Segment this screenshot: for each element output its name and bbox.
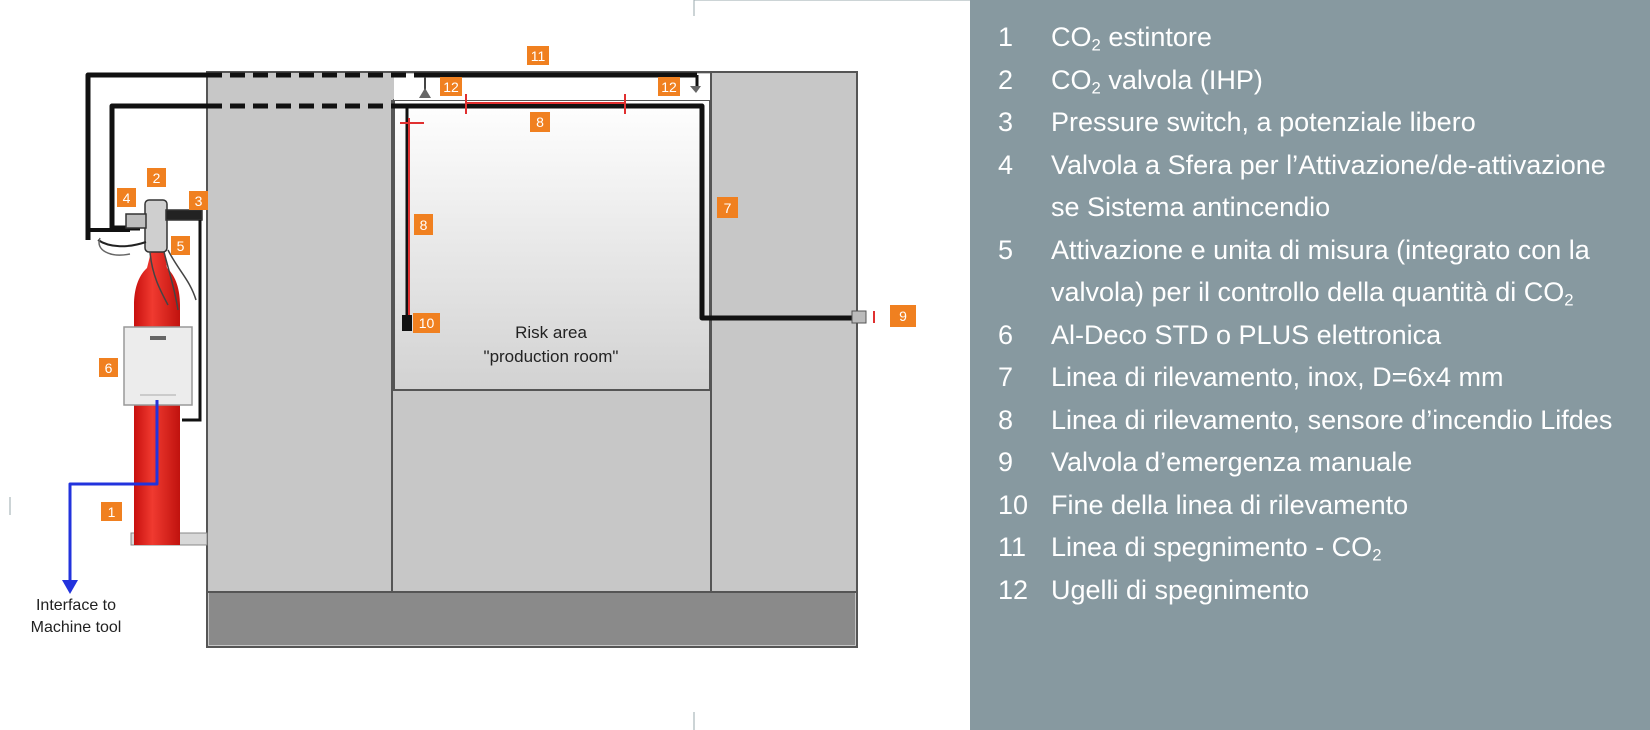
- legend-item: 6 Al-Deco STD o PLUS elettronica: [998, 314, 1631, 357]
- legend-text: Linea di spegnimento - CO2: [1051, 532, 1382, 565]
- interface-label: Interface to: [36, 597, 116, 614]
- callout: 6: [99, 358, 118, 377]
- callout: 8: [414, 214, 433, 235]
- legend-number: 4: [998, 149, 1014, 180]
- interface-sublabel: Machine tool: [31, 619, 122, 636]
- svg-text:6: 6: [105, 360, 113, 376]
- legend-text: Valvola d’emergenza manuale: [1051, 447, 1413, 477]
- svg-text:5: 5: [177, 238, 185, 254]
- risk-area-room: [393, 99, 711, 391]
- callout: 3: [189, 191, 208, 210]
- valve-assembly: [97, 199, 203, 422]
- risk-area-sublabel: "production room": [484, 347, 619, 366]
- svg-text:10: 10: [419, 315, 435, 331]
- svg-text:4: 4: [123, 190, 131, 206]
- svg-text:1: 1: [108, 504, 116, 520]
- callout: 12: [658, 77, 680, 96]
- manual-valve: [851, 310, 875, 324]
- electronics-box: [123, 326, 193, 406]
- legend-number: 3: [998, 107, 1014, 137]
- interface-arrow: [62, 400, 159, 594]
- legend-text: Valvola a Sfera per l’Attivazione/de-att…: [1051, 149, 1606, 223]
- legend-item: 7 Linea di rilevamento, inox, D=6x4 mm: [998, 356, 1631, 399]
- legend-item: 4 Valvola a Sfera per l’Attivazione/de-a…: [998, 144, 1631, 229]
- svg-text:11: 11: [531, 48, 546, 64]
- svg-text:8: 8: [420, 217, 428, 233]
- legend-item: 8 Linea di rilevamento, sensore d’incend…: [998, 399, 1631, 442]
- legend-text: Ugelli di spegnimento: [1051, 574, 1310, 605]
- fire-sensor-line: [400, 94, 626, 318]
- legend-number: 6: [998, 319, 1014, 350]
- callout: 8: [530, 112, 550, 132]
- legend-item: 1 CO2 estintore: [998, 16, 1631, 59]
- callout: 4: [117, 188, 136, 207]
- legend-number: 2: [998, 64, 1014, 95]
- legend-item: 11 Linea di spegnimento - CO2: [998, 526, 1631, 569]
- legend-number: 11: [998, 532, 1027, 562]
- legend-item: 12 Ugelli di spegnimento: [998, 569, 1631, 612]
- legend-number: 8: [998, 404, 1014, 435]
- callout: 12: [440, 77, 462, 96]
- detection-line-end: [402, 315, 412, 331]
- legend-number: 10: [998, 489, 1029, 520]
- callout: 5: [171, 236, 190, 255]
- legend-text: CO2 estintore: [1051, 22, 1212, 55]
- svg-text:8: 8: [536, 114, 544, 130]
- legend-number: 5: [998, 234, 1014, 265]
- callout: 7: [717, 197, 738, 218]
- legend-text: CO2 valvola (IHP): [1051, 64, 1263, 98]
- legend-text: Linea di rilevamento, inox, D=6x4 mm: [1051, 362, 1504, 392]
- callout: 9: [890, 305, 916, 327]
- legend-number: 1: [998, 22, 1014, 52]
- legend-item: 5 Attivazione e unita di misura (integra…: [998, 229, 1631, 314]
- legend-item: 2 CO2 valvola (IHP): [998, 59, 1631, 102]
- legend-number: 7: [998, 362, 1014, 392]
- svg-text:2: 2: [153, 170, 161, 186]
- legend-panel: 1 CO2 estintore 2 CO2 valvola (IHP) 3 Pr…: [970, 0, 1650, 730]
- svg-text:9: 9: [899, 308, 907, 324]
- callout: 11: [527, 46, 549, 65]
- risk-area-label: Risk area: [515, 323, 587, 342]
- legend-number: 12: [998, 574, 1029, 605]
- callout: 2: [147, 168, 166, 187]
- legend-item: 10 Fine della linea di rilevamento: [998, 484, 1631, 527]
- callout: 10: [413, 313, 440, 333]
- extinguishing-nozzles: [419, 77, 701, 98]
- svg-text:12: 12: [443, 79, 459, 95]
- svg-text:3: 3: [195, 193, 203, 209]
- svg-text:12: 12: [661, 79, 677, 95]
- callout: 1: [101, 502, 122, 521]
- legend-number: 9: [998, 447, 1014, 477]
- legend-text: Al-Deco STD o PLUS elettronica: [1051, 319, 1442, 350]
- fire-suppression-diagram: Risk area "production room" Interface to…: [9, 0, 970, 730]
- machine-enclosure: [206, 71, 858, 648]
- legend-text: Fine della linea di rilevamento: [1051, 489, 1409, 520]
- legend-text: Attivazione e unita di misura (integrato…: [1051, 234, 1590, 310]
- legend-text: Pressure switch, a potenziale libero: [1051, 107, 1476, 137]
- legend-item: 3 Pressure switch, a potenziale libero: [998, 101, 1631, 144]
- legend-item: 9 Valvola d’emergenza manuale: [998, 441, 1631, 484]
- legend-list: 1 CO2 estintore 2 CO2 valvola (IHP) 3 Pr…: [998, 16, 1631, 611]
- svg-text:7: 7: [724, 200, 732, 216]
- legend-text: Linea di rilevamento, sensore d’incendio…: [1051, 404, 1613, 435]
